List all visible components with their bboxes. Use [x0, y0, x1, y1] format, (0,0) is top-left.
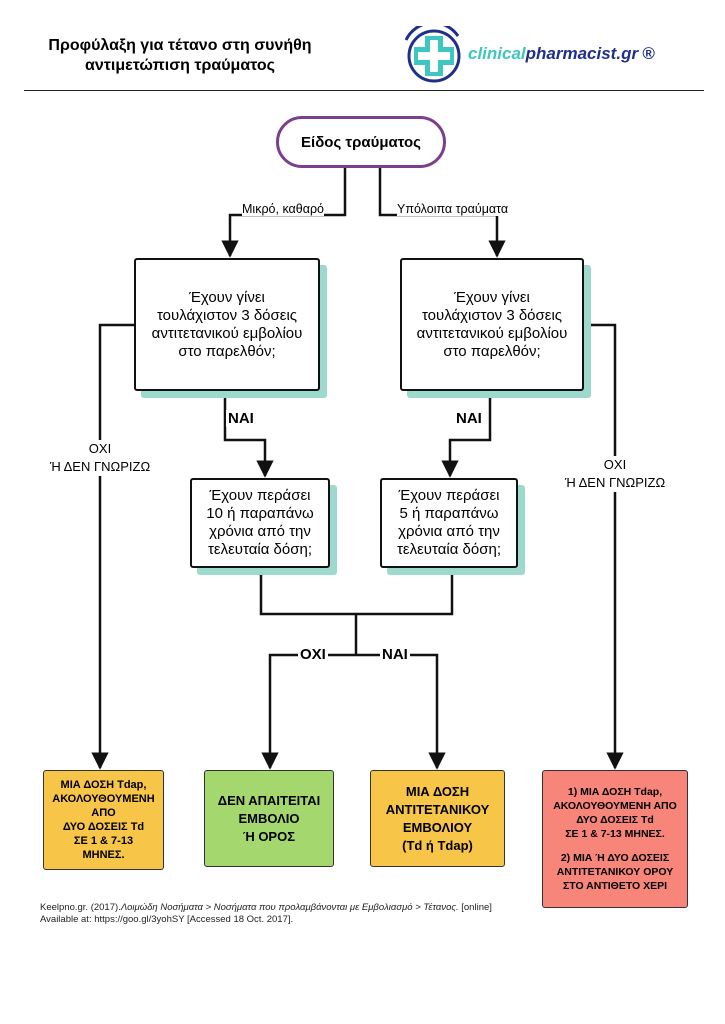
connector-q1-yes — [223, 391, 274, 478]
r4-line: 1) ΜΙΑ ΔΟΣΗ Tdap, — [567, 786, 663, 798]
r1-line: ΜΗΝΕΣ. — [82, 849, 125, 861]
title-line-1: Προφύλαξη για τέτανο στη συνήθη — [48, 37, 312, 54]
logo-part-2: pharmacist — [525, 44, 617, 63]
label-yes-left: ΝΑΙ — [226, 410, 256, 427]
r3-line: ΕΜΒΟΛΙΟΥ — [402, 819, 473, 835]
q3-line: χρόνια από την — [209, 523, 311, 540]
title-line-2: αντιμετώπιση τραύματος — [85, 57, 275, 74]
r2-line: Ή ΟΡΟΣ — [242, 828, 296, 844]
r1-line: ΑΠΟ — [91, 807, 116, 819]
connector-q3-join — [259, 568, 454, 616]
r3-line: ΜΙΑ ΔΟΣΗ — [405, 783, 470, 799]
connector-q2-yes — [441, 391, 492, 478]
q3-line: τελευταία δόση; — [207, 541, 313, 558]
no-label-line: ΟΧΙ — [603, 457, 627, 472]
citation-end: [online] — [458, 902, 492, 913]
q3-line: Έχουν περάσει — [209, 487, 311, 504]
label-no-or-unknown-right: ΟΧΙ Ή ΔΕΝ ΓΝΩΡΙΖΩ — [553, 456, 677, 492]
label-no-or-unknown-left: ΟΧΙ Ή ΔΕΝ ΓΝΩΡΙΖΩ — [40, 440, 160, 476]
r3-line: (Td ή Tdap) — [402, 837, 473, 853]
result-vaccine-and-serum: 1) ΜΙΑ ΔΟΣΗ Tdap, ΑΚΟΛΟΥΘΟΥΜΕΝΗ ΑΠΟ ΔΥΟ … — [542, 770, 688, 908]
q4-line: 5 ή παραπάνω — [399, 505, 499, 522]
q1-line: Έχουν γίνει — [189, 288, 265, 306]
label-yes-right: ΝΑΙ — [454, 410, 484, 427]
header-divider — [24, 90, 704, 91]
r4-line: ΑΝΤΙΤΕΤΑΝΙΚΟΥ ΟΡΟΥ — [556, 866, 674, 878]
r4-line: ΔΥΟ ΔΟΣΕΙΣ Td — [576, 814, 654, 826]
r1-line: ΔΥΟ ΔΟΣΕΙΣ Td — [62, 821, 145, 833]
r4-line: ΣΤΟ ΑΝΤΙΘΕΤΟ ΧΕΡΙ — [562, 880, 668, 892]
r1-line: ΜΙΑ ΔΟΣΗ Tdap, — [60, 779, 147, 791]
question-years-5: Έχουν περάσει 5 ή παραπάνω χρόνια από τη… — [380, 478, 518, 568]
q4-line: Έχουν περάσει — [398, 487, 500, 504]
q1-line: τουλάχιστον 3 δόσεις — [156, 306, 298, 324]
q2-line: Έχουν γίνει — [454, 288, 530, 306]
q2-line: στο παρελθόν; — [443, 342, 541, 360]
question-years-10: Έχουν περάσει 10 ή παραπάνω χρόνια από τ… — [190, 478, 330, 568]
q4-line: χρόνια από την — [398, 523, 500, 540]
branch-label-other-wounds: Υπόλοιπα τραύματα — [397, 202, 509, 216]
result-one-dose: ΜΙΑ ΔΟΣΗ ΑΝΤΙΤΕΤΑΝΙΚΟΥ ΕΜΒΟΛΙΟΥ (Td ή Td… — [370, 770, 505, 867]
root-node-wound-type: Είδος τραύματος — [276, 116, 446, 168]
citation-title: Λοιμώδη Νοσήματα > Νοσήματα που προλαμβά… — [120, 902, 459, 913]
citation: Keelpno.gr. (2017).Λοιμώδη Νοσήματα > Νο… — [40, 902, 530, 926]
question-doses-other: Έχουν γίνει τουλάχιστον 3 δόσεις αντιτετ… — [400, 258, 584, 391]
connector-q2-no — [584, 323, 624, 770]
branch-label-minor-clean: Μικρό, καθαρό — [242, 202, 325, 216]
r4-line: 2) ΜΙΑ Ή ΔΥΟ ΔΟΣΕΙΣ — [560, 852, 670, 864]
q1-line: αντιτετανικού εμβολίου — [151, 324, 303, 342]
r3-line: ΑΝΤΙΤΕΤΑΝΙΚΟΥ — [385, 801, 490, 817]
q2-line: τουλάχιστον 3 δόσεις — [421, 306, 563, 324]
connector-to-none — [261, 653, 356, 770]
citation-line-2: Available at: https://goo.gl/3yohSY [Acc… — [40, 914, 294, 925]
page-title: Προφύλαξη για τέτανο στη συνήθη αντιμετώ… — [30, 36, 330, 76]
logo-wordmark: clinicalpharmacist.gr® — [468, 44, 655, 64]
medical-cross-icon — [404, 26, 461, 83]
connector-to-one-dose — [356, 653, 446, 770]
label-yes-center: ΝΑΙ — [380, 646, 410, 663]
no-label-line: ΟΧΙ — [88, 441, 112, 456]
brand-logo: clinicalpharmacist.gr® — [400, 26, 700, 86]
label-no-center: ΟΧΙ — [298, 646, 328, 663]
result-no-vaccine: ΔΕΝ ΑΠΑΙΤΕΙΤΑΙ ΕΜΒΟΛΙΟ Ή ΟΡΟΣ — [204, 770, 334, 867]
r2-line: ΔΕΝ ΑΠΑΙΤΕΙΤΑΙ — [217, 792, 321, 808]
no-label-line: Ή ΔΕΝ ΓΝΩΡΙΖΩ — [564, 475, 666, 490]
question-doses-minor: Έχουν γίνει τουλάχιστον 3 δόσεις αντιτετ… — [134, 258, 320, 391]
q4-line: τελευταία δόση; — [396, 541, 502, 558]
no-label-line: Ή ΔΕΝ ΓΝΩΡΙΖΩ — [49, 459, 151, 474]
q2-line: αντιτετανικού εμβολίου — [416, 324, 568, 342]
r2-line: ΕΜΒΟΛΙΟ — [238, 810, 300, 826]
logo-part-3: .gr — [616, 44, 639, 63]
q1-line: στο παρελθόν; — [178, 342, 276, 360]
connector-q1-no — [91, 323, 134, 770]
logo-part-1: clinical — [468, 44, 526, 63]
r1-line: ΑΚΟΛΟΥΘΟΥΜΕΝΗ — [52, 793, 155, 805]
r4-line: ΣΕ 1 & 7-13 ΜΗΝΕΣ. — [565, 828, 665, 840]
r1-line: ΣΕ 1 & 7-13 — [73, 835, 134, 847]
logo-registered-mark: ® — [642, 44, 655, 63]
result-tdap-series: ΜΙΑ ΔΟΣΗ Tdap, ΑΚΟΛΟΥΘΟΥΜΕΝΗ ΑΠΟ ΔΥΟ ΔΟΣ… — [43, 770, 164, 870]
r4-line: ΑΚΟΛΟΥΘΟΥΜΕΝΗ ΑΠΟ — [553, 800, 677, 812]
q3-line: 10 ή παραπάνω — [206, 505, 314, 522]
citation-start: Keelpno.gr. (2017). — [40, 902, 121, 913]
